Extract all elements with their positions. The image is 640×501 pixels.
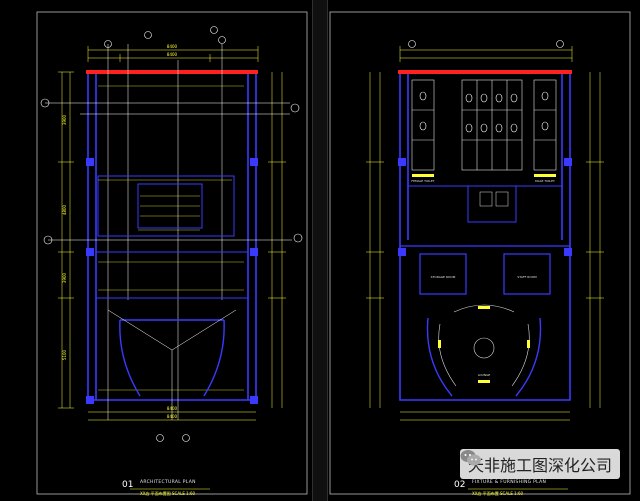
room-staff: STAFF ROOM xyxy=(517,275,537,279)
dim-top-overall: 8400 xyxy=(167,44,178,49)
plan-subtitle: XX店 平面布置 SCALE 1:60 xyxy=(472,491,524,496)
dim-left-d: 5100 xyxy=(62,349,67,360)
dim-top-inner: 8400 xyxy=(167,52,178,57)
wechat-icon xyxy=(460,450,481,466)
watermark: 天非施工图深化公司 xyxy=(459,449,620,479)
room-female-toilet: FEMALE TOILET xyxy=(411,179,434,183)
room-storage: STORAGE ROOM xyxy=(431,275,456,279)
watermark-text: 天非施工图深化公司 xyxy=(467,456,612,475)
plan-title: ARCHITECTURAL PLAN xyxy=(140,480,196,485)
fixture-plan-drawing: FEMALE TOILET MALE TOILET STORAGE ROOM S… xyxy=(329,11,631,495)
room-lounge: LOUNGE xyxy=(478,373,491,377)
dim-left-a: 3900 xyxy=(62,114,67,125)
plan-subtitle: XX店 平面布置图 SCALE 1:60 xyxy=(140,491,196,496)
plan-number: 02 xyxy=(454,480,466,490)
room-male-toilet: MALE TOILET xyxy=(535,179,555,183)
sheet-divider xyxy=(312,0,328,501)
plan-title: FIXTURE & FURNISHING PLAN xyxy=(472,480,547,485)
architectural-plan-sheet: 8400 8400 3900 4800 3900 5100 xyxy=(0,0,312,501)
architectural-plan-drawing: 8400 8400 3900 4800 3900 5100 xyxy=(36,11,308,495)
dim-bottom-overall: 8400 xyxy=(167,406,178,411)
fixture-plan-sheet: FEMALE TOILET MALE TOILET STORAGE ROOM S… xyxy=(328,0,640,501)
dim-left-c: 3900 xyxy=(62,272,67,283)
plan-number: 01 xyxy=(122,480,134,490)
dim-left-b: 4800 xyxy=(62,204,67,215)
dim-bottom-inner: 8400 xyxy=(167,414,178,419)
